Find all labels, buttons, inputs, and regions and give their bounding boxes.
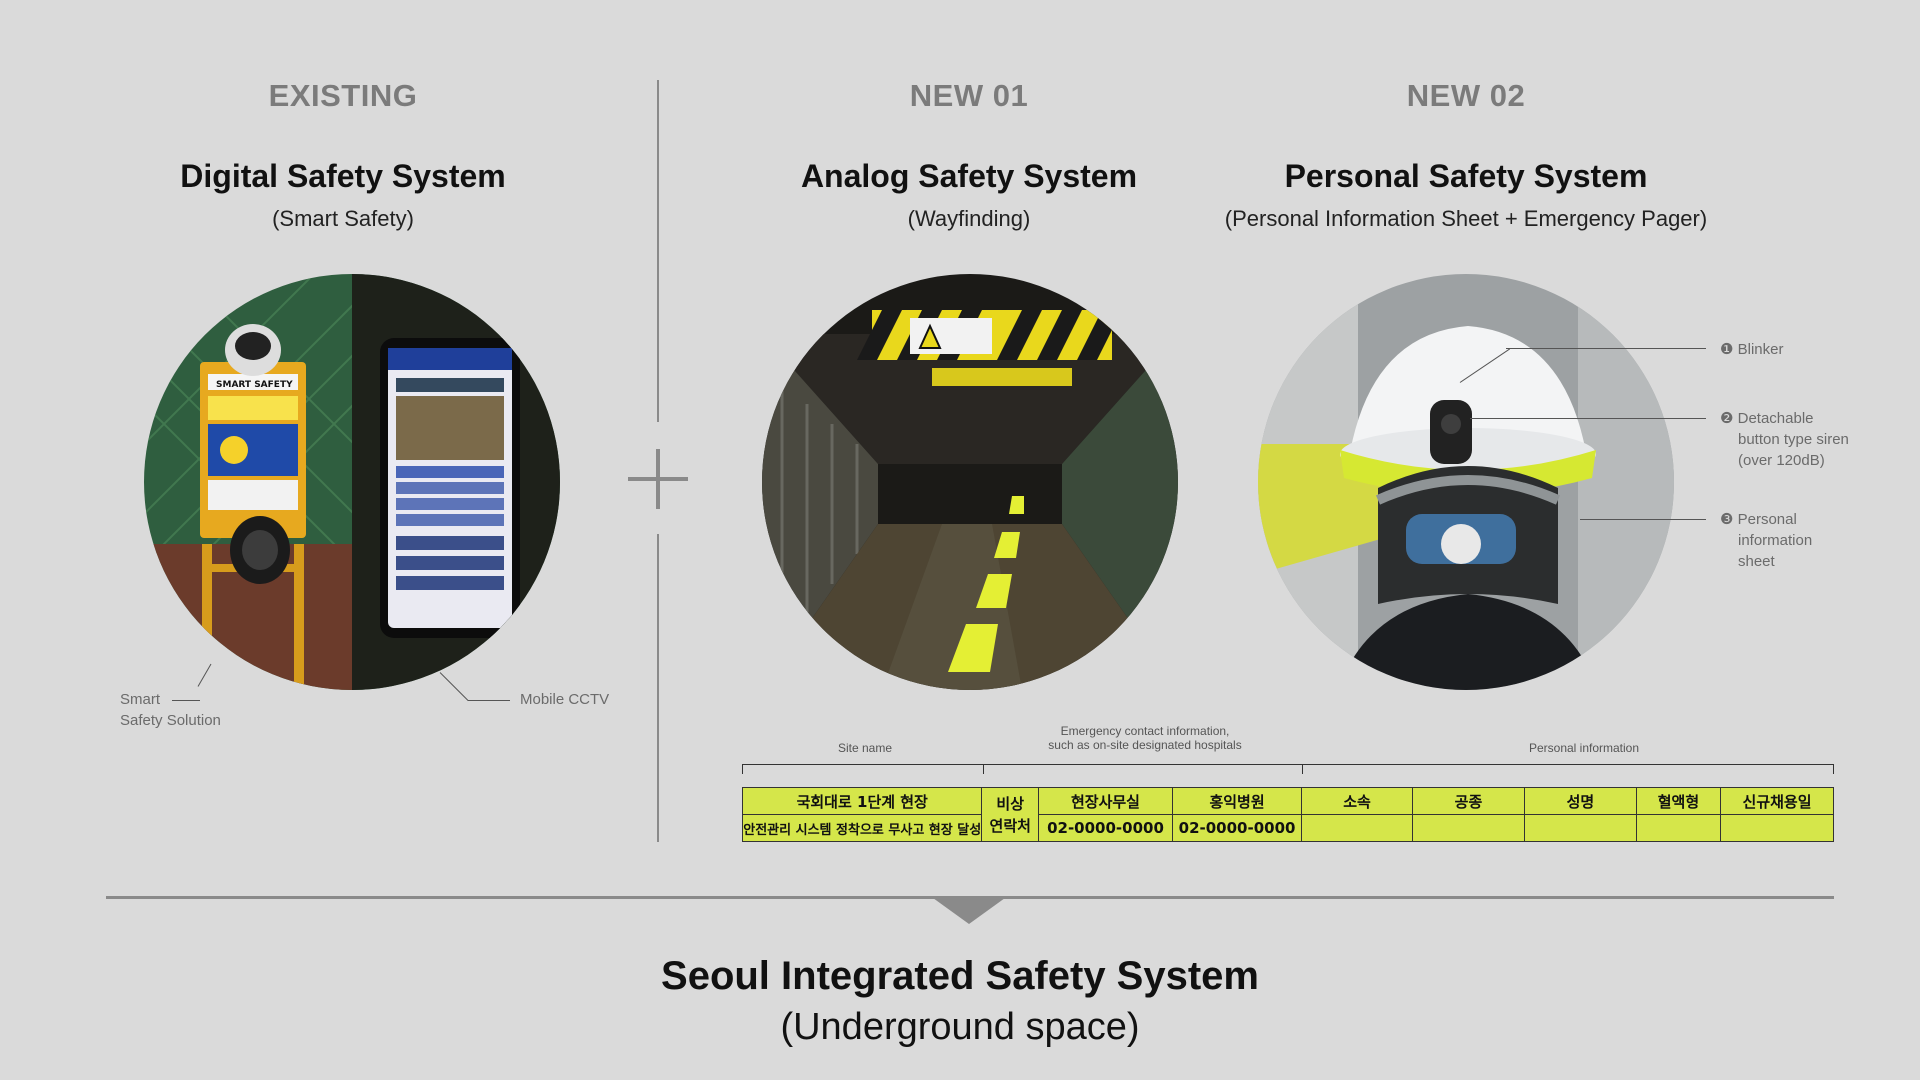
- mobile-cctv-label: Mobile CCTV: [520, 691, 610, 708]
- site-name-cell: 국회대로 1단계 현장: [741, 787, 983, 815]
- blinker-label: ❶ Blinker: [1720, 341, 1784, 358]
- bottom-subtitle: (Underground space): [780, 1006, 1140, 1048]
- field-blood-type: 혈액형: [1635, 787, 1722, 815]
- new02-subtitle: (Personal Information Sheet + Emergency …: [1224, 206, 1708, 231]
- plus-icon: [656, 449, 660, 509]
- existing-title: Digital Safety System: [180, 158, 506, 194]
- mobile-leader-diag: [439, 672, 469, 702]
- empty-cell: [1301, 814, 1414, 842]
- column-divider-bottom: [657, 534, 659, 842]
- helmet-photo: [1258, 274, 1674, 690]
- field-name: 성명: [1523, 787, 1637, 815]
- field-affiliation: 소속: [1301, 787, 1414, 815]
- smart-leader: [172, 700, 200, 701]
- bottom-title: Seoul Integrated Safety System: [661, 954, 1259, 998]
- empty-cell: [1635, 814, 1722, 842]
- smart-safety-label: Smart Safety Solution: [120, 691, 221, 729]
- new02-tag: NEW 02: [1406, 78, 1526, 113]
- column-divider-top: [657, 80, 659, 422]
- existing-tag: EXISTING: [268, 78, 418, 113]
- bracket-tick: [1833, 764, 1834, 774]
- bracket-tick: [983, 764, 984, 774]
- bottom-divider: [106, 896, 1834, 899]
- new01-title: Analog Safety System: [800, 158, 1138, 194]
- office-phone-cell: 02-0000-0000: [1037, 814, 1174, 842]
- site-slogan-cell: 안전관리 시스템 정착으로 무사고 현장 달성: [741, 814, 983, 842]
- down-arrow-icon: [933, 898, 1005, 924]
- blinker-leader: [1506, 348, 1706, 349]
- empty-cell: [1720, 814, 1834, 842]
- existing-subtitle: (Smart Safety): [272, 206, 414, 231]
- sheet-leader: [1580, 519, 1706, 520]
- digital-safety-photo: SMART SAFETY: [144, 274, 560, 690]
- office-cell: 현장사무실: [1037, 787, 1174, 815]
- siren-label: ❷ Detachable button type siren (over 120…: [1720, 410, 1849, 469]
- personal-sheet-label: ❸ Personal information sheet: [1720, 511, 1813, 570]
- site-name-label: Site name: [837, 741, 893, 755]
- mobile-leader: [468, 700, 510, 701]
- new01-subtitle: (Wayfinding): [907, 206, 1031, 231]
- field-hire-date: 신규채용일: [1720, 787, 1834, 815]
- smart-safety-sign-text: SMART SAFETY: [216, 380, 293, 390]
- empty-cell: [1412, 814, 1525, 842]
- bracket-tick: [742, 764, 743, 774]
- smart-leader-diag: [197, 663, 212, 687]
- siren-leader: [1470, 418, 1706, 419]
- sheet-bracket: [742, 764, 1834, 765]
- new01-tag: NEW 01: [909, 78, 1029, 113]
- tunnel-wayfinding-photo: [762, 274, 1178, 690]
- field-trade: 공종: [1412, 787, 1525, 815]
- emergency-label: Emergency contact information, such as o…: [1048, 724, 1242, 752]
- bracket-tick: [1302, 764, 1303, 774]
- new02-title: Personal Safety System: [1284, 158, 1648, 194]
- hospital-phone-cell: 02-0000-0000: [1172, 814, 1303, 842]
- hospital-cell: 홍익병원: [1172, 787, 1303, 815]
- empty-cell: [1523, 814, 1637, 842]
- personal-info-label: Personal information: [1528, 741, 1640, 755]
